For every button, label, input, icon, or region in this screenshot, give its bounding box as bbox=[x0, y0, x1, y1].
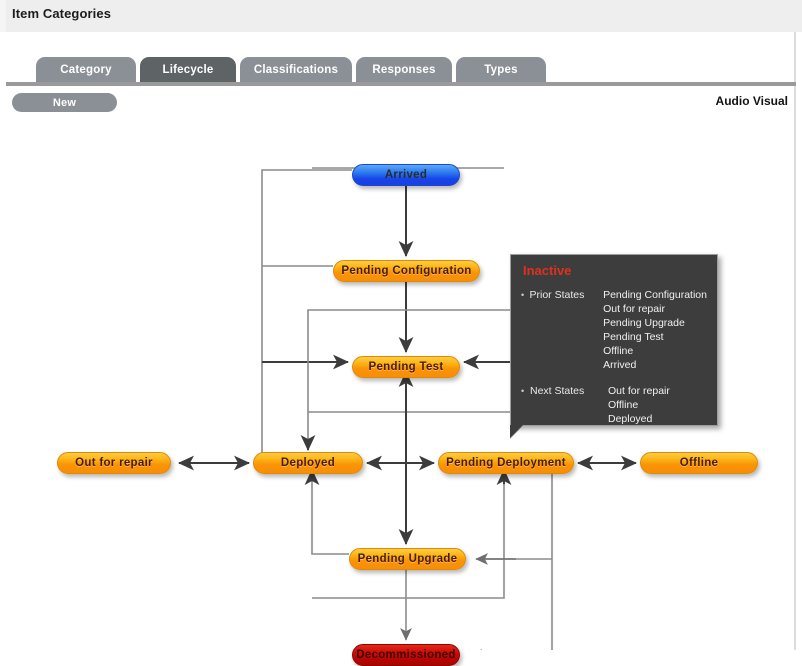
content-card: Category Lifecycle Classifications Respo… bbox=[6, 32, 796, 666]
tab-lifecycle[interactable]: Lifecycle bbox=[140, 57, 236, 82]
state-tooltip: Inactive • Prior States Pending Configur… bbox=[510, 254, 718, 439]
tooltip-value: Deployed bbox=[608, 413, 653, 425]
tooltip-prior-states-values: Pending Configuration Out for repair Pen… bbox=[603, 288, 707, 372]
tooltip-value: Offline bbox=[608, 399, 639, 411]
node-out-for-repair[interactable]: Out for repair bbox=[57, 452, 171, 474]
tooltip-value: Pending Test bbox=[603, 331, 664, 343]
category-name-label: Audio Visual bbox=[715, 94, 788, 108]
tooltip-value: Pending Upgrade bbox=[603, 317, 685, 329]
node-arrived[interactable]: Arrived bbox=[352, 164, 460, 186]
node-pending-test[interactable]: Pending Test bbox=[352, 356, 460, 378]
new-button[interactable]: New bbox=[12, 93, 117, 112]
bullet-icon: • bbox=[521, 290, 525, 300]
tab-category[interactable]: Category bbox=[36, 57, 136, 82]
title-bar: Item Categories bbox=[0, 0, 802, 32]
node-decommissioned[interactable]: Decommissioned bbox=[352, 644, 460, 666]
tooltip-value: Out for repair bbox=[608, 385, 670, 397]
tooltip-next-states-values: Out for repair Offline Deployed bbox=[608, 384, 670, 426]
tooltip-title: Inactive bbox=[523, 263, 572, 278]
node-pending-deployment[interactable]: Pending Deployment bbox=[438, 452, 574, 474]
tooltip-prior-states-label: Prior States bbox=[529, 289, 585, 301]
tooltip-section-next-states: • Next States Out for repair Offline Dep… bbox=[521, 384, 707, 426]
tooltip-value: Offline bbox=[603, 345, 634, 357]
tooltip-value: Arrived bbox=[603, 359, 637, 371]
title-bar-left-edge bbox=[0, 0, 6, 32]
lifecycle-diagram: Arrived Pending Configuration Pending Te… bbox=[6, 120, 796, 666]
tab-types[interactable]: Types bbox=[456, 57, 546, 82]
tooltip-spacer bbox=[521, 374, 707, 384]
node-deployed[interactable]: Deployed bbox=[253, 452, 363, 474]
tab-bar: Category Lifecycle Classifications Respo… bbox=[6, 57, 796, 82]
node-pending-configuration[interactable]: Pending Configuration bbox=[333, 260, 480, 282]
page-title: Item Categories bbox=[12, 6, 112, 21]
node-offline[interactable]: Offline bbox=[640, 452, 758, 474]
tooltip-next-states-label: Next States bbox=[530, 385, 585, 397]
tab-underline bbox=[6, 82, 796, 86]
tab-responses[interactable]: Responses bbox=[356, 57, 452, 82]
tooltip-section-prior-states: • Prior States Pending Configuration Out… bbox=[521, 288, 707, 372]
tab-classifications[interactable]: Classifications bbox=[240, 57, 352, 82]
tooltip-value: Out for repair bbox=[603, 303, 665, 315]
bullet-icon: • bbox=[521, 386, 525, 396]
tooltip-pointer bbox=[510, 425, 523, 438]
node-pending-upgrade[interactable]: Pending Upgrade bbox=[349, 548, 466, 570]
tooltip-value: Pending Configuration bbox=[603, 289, 707, 301]
